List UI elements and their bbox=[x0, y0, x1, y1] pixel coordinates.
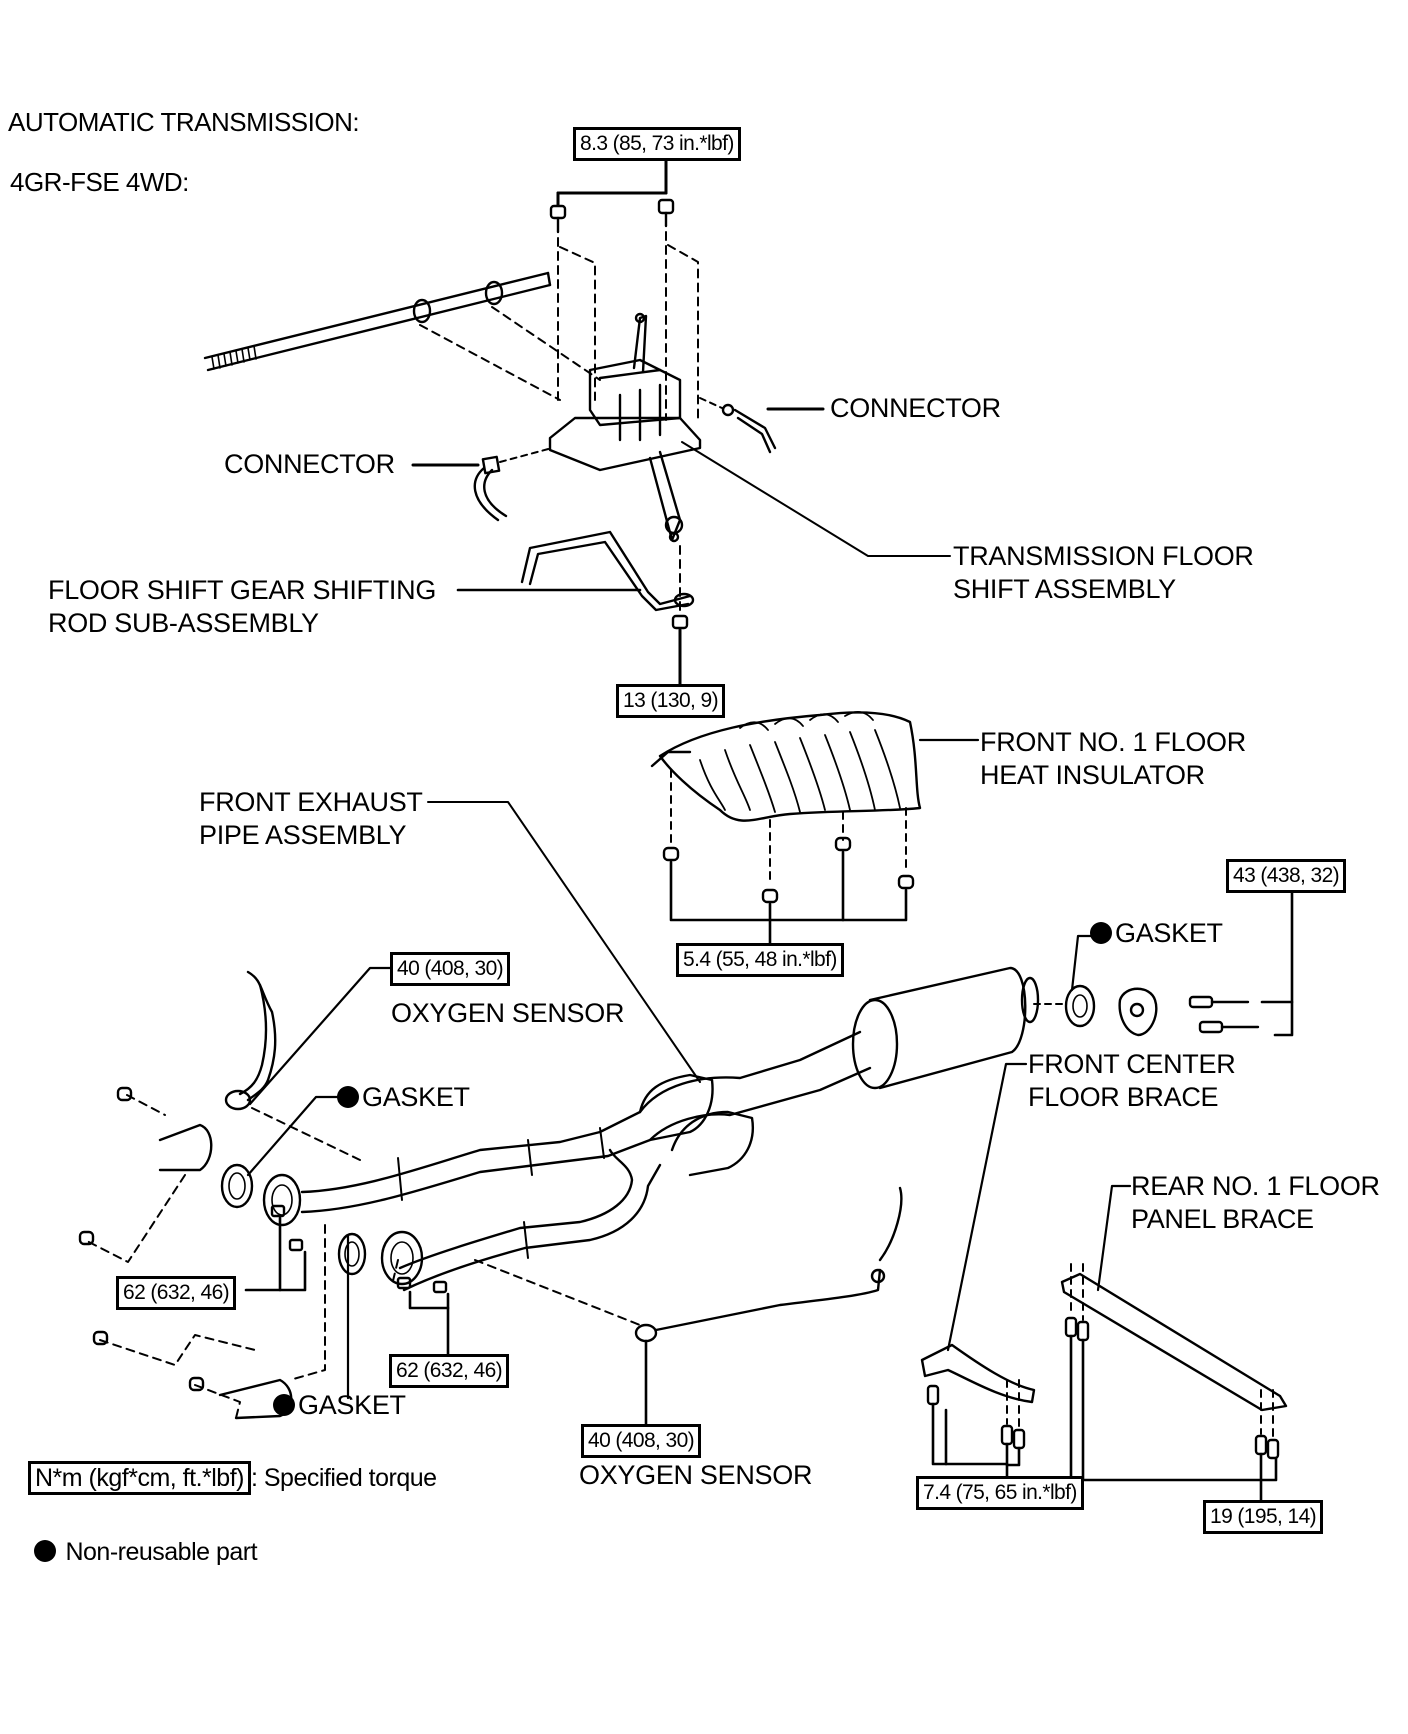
bolt-icon bbox=[657, 198, 675, 228]
torque-spec-heat-insulator: 5.4 (55, 48 in.*lbf) bbox=[676, 943, 844, 977]
nut-icon bbox=[897, 874, 915, 890]
bolt-icon bbox=[926, 1384, 940, 1406]
nut-icon bbox=[662, 846, 680, 862]
non-reusable-dot-icon bbox=[1090, 922, 1112, 944]
label-oxygen-sensor-lower: OXYGEN SENSOR bbox=[579, 1460, 813, 1490]
bolt-icon bbox=[1254, 1434, 1268, 1456]
flange-bolts-right bbox=[396, 1276, 450, 1356]
bolt-icon bbox=[1064, 1316, 1078, 1338]
nut-icon bbox=[92, 1330, 109, 1346]
nut-icon bbox=[761, 888, 779, 904]
torque-spec-rear-panel-brace: 19 (195, 14) bbox=[1203, 1500, 1324, 1534]
oxygen-sensor-lower-drawing bbox=[634, 1186, 903, 1426]
torque-spec-flange-left: 62 (632, 46) bbox=[116, 1276, 237, 1310]
nut-icon bbox=[834, 836, 852, 852]
torque-spec-shift-bolts: 8.3 (85, 73 in.*lbf) bbox=[573, 127, 741, 161]
label-connector-right: CONNECTOR bbox=[830, 393, 1001, 423]
bolt-icon bbox=[1012, 1428, 1026, 1450]
label-connector-left: CONNECTOR bbox=[224, 449, 395, 479]
page-title: AUTOMATIC TRANSMISSION: bbox=[8, 107, 360, 137]
nut-icon bbox=[116, 1086, 133, 1102]
floor-shift-assembly bbox=[548, 312, 702, 543]
torque-spec-oxygen-sensor-upper: 40 (408, 30) bbox=[390, 952, 511, 986]
shift-bolt-group bbox=[549, 156, 699, 421]
bolt-icon bbox=[1000, 1424, 1014, 1446]
non-reusable-dot-icon bbox=[34, 1540, 56, 1562]
non-reusable-dot-icon bbox=[337, 1086, 359, 1108]
oxygen-sensor-upper-drawing bbox=[224, 966, 392, 1111]
label-transmission-floor-shift: TRANSMISSION FLOOR SHIFT ASSEMBLY bbox=[953, 541, 1254, 604]
torque-spec-tail-flange: 43 (438, 32) bbox=[1226, 859, 1347, 893]
nut-icon bbox=[188, 1376, 205, 1392]
front-center-brace-drawing bbox=[920, 1062, 1036, 1478]
torque-spec-flange-right: 62 (632, 46) bbox=[389, 1354, 510, 1388]
label-gasket-lower: GASKET bbox=[273, 1389, 406, 1422]
connector-right-drawing bbox=[699, 397, 825, 454]
label-rear-panel-brace: REAR NO. 1 FLOOR PANEL BRACE bbox=[1131, 1171, 1380, 1234]
torque-spec-oxygen-sensor-lower: 40 (408, 30) bbox=[581, 1424, 702, 1458]
legend-torque: N*m (kgf*cm, ft.*lbf): Specified torque bbox=[28, 1461, 437, 1495]
front-exhaust-pipe-drawing bbox=[158, 801, 1040, 1420]
leader-line bbox=[681, 441, 951, 557]
heat-insulator-drawing bbox=[650, 711, 980, 950]
bolt-icon bbox=[1198, 1020, 1260, 1034]
shift-cable bbox=[203, 271, 601, 401]
label-front-center-brace: FRONT CENTER FLOOR BRACE bbox=[1028, 1049, 1236, 1112]
bolt-icon bbox=[1266, 1438, 1280, 1460]
nut-icon bbox=[78, 1230, 95, 1246]
nut-icon bbox=[671, 614, 689, 630]
tail-flange-drawing bbox=[1033, 891, 1294, 1037]
connector-left-drawing bbox=[411, 447, 553, 522]
shifting-rod-drawing bbox=[456, 530, 695, 686]
torque-spec-front-center-brace: 7.4 (75, 65 in.*lbf) bbox=[916, 1476, 1084, 1510]
bolt-icon bbox=[549, 204, 567, 234]
alignment-lines bbox=[84, 1094, 641, 1419]
label-heat-insulator: FRONT NO. 1 FLOOR HEAT INSULATOR bbox=[980, 727, 1246, 790]
legend-non-reusable: Non-reusable part bbox=[34, 1538, 258, 1567]
non-reusable-dot-icon bbox=[273, 1394, 295, 1416]
label-front-exhaust-pipe: FRONT EXHAUST PIPE ASSEMBLY bbox=[199, 787, 423, 850]
rear-panel-brace-drawing bbox=[1060, 1184, 1288, 1506]
torque-spec-shift-rod-nut: 13 (130, 9) bbox=[616, 684, 725, 718]
label-gasket-upper: GASKET bbox=[337, 1081, 470, 1114]
label-gasket-rear: GASKET bbox=[1090, 917, 1223, 950]
legend-torque-unit-box: N*m (kgf*cm, ft.*lbf) bbox=[28, 1461, 251, 1495]
label-oxygen-sensor-upper: OXYGEN SENSOR bbox=[391, 998, 625, 1028]
flange-bolts-left bbox=[244, 1204, 307, 1292]
label-shifting-rod: FLOOR SHIFT GEAR SHIFTING ROD SUB-ASSEMB… bbox=[48, 575, 437, 638]
bolt-icon bbox=[1188, 995, 1250, 1009]
engine-variant-label: 4GR-FSE 4WD: bbox=[10, 167, 189, 197]
bolt-icon bbox=[1076, 1320, 1090, 1342]
leader-line bbox=[246, 1095, 342, 1177]
